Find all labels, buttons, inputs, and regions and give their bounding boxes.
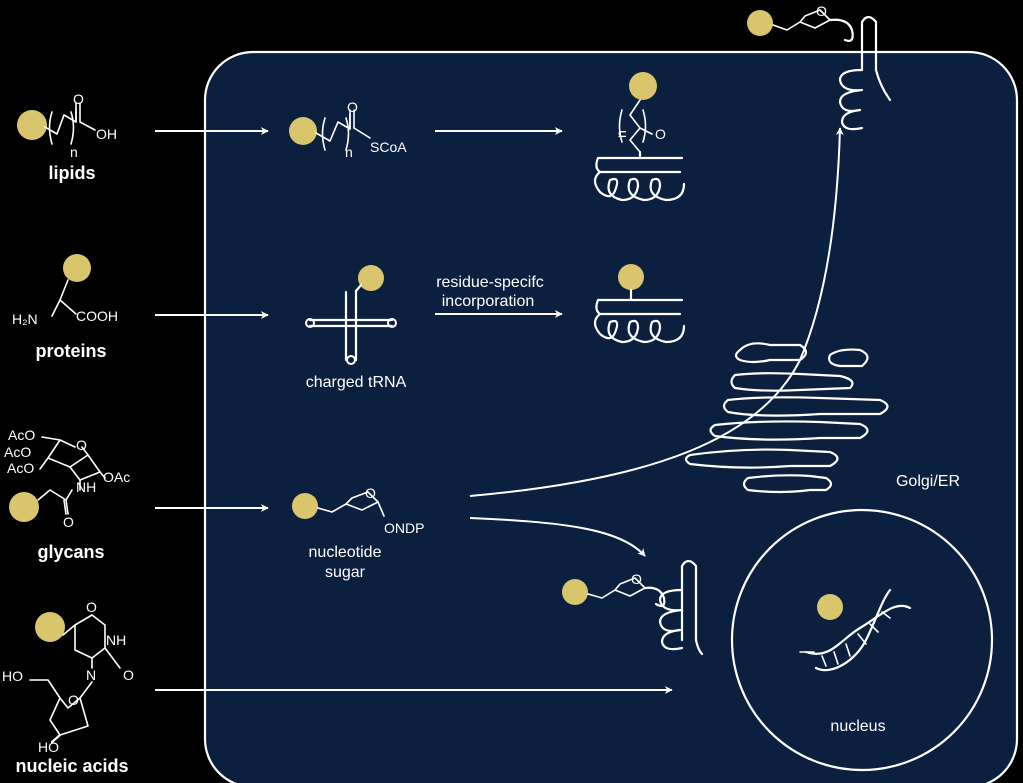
probe-icon	[9, 492, 39, 522]
lipidated-o-label: O	[655, 126, 666, 142]
category-proteins: proteins	[35, 341, 106, 361]
nuc-ho-bottom-label: HO	[38, 739, 59, 755]
charged-trna	[305, 265, 397, 365]
acyl-o-label: O	[347, 99, 358, 115]
glycan-aco-label-2: AcO	[4, 444, 31, 460]
nuc-nh-label: NH	[106, 632, 126, 648]
lipid-n-label: n	[70, 144, 78, 160]
lipid-precursor-structure: O OH n	[17, 91, 117, 160]
charged-trna-label: charged tRNA	[306, 374, 407, 391]
glycan-oac-label: OAc	[103, 469, 130, 485]
glycan-precursor-structure: AcO AcO AcO O OAc NH O	[4, 427, 130, 530]
nucleotide-sugar-structure: O ONDP	[292, 485, 424, 536]
acyl-coa-structure: O SCoA n	[289, 99, 407, 160]
nucleus-label: nucleus	[830, 718, 885, 735]
dna-helix	[799, 588, 912, 672]
category-nucleic-acids: nucleic acids	[15, 756, 128, 776]
glycan-o-amide-label: O	[63, 514, 74, 530]
residue-specific-label-line2: incorporation	[442, 293, 535, 310]
lipidated-protein: n O	[593, 72, 686, 202]
probe-icon	[292, 493, 318, 519]
glycan-aco-label-1: AcO	[8, 427, 35, 443]
nuc-o-ring-label: O	[68, 692, 79, 708]
lipid-oh-label: OH	[96, 126, 117, 142]
acyl-scoa-label: SCoA	[370, 139, 407, 155]
probe-icon	[63, 254, 91, 282]
nuc-ho-left-label: HO	[2, 668, 23, 684]
cytosolic-glycoprotein: O	[562, 559, 704, 656]
lipid-o-label: O	[73, 91, 84, 107]
membrane-sugar-o-label: O	[816, 3, 827, 19]
arrow-sugar-to-glycoprotein	[469, 517, 646, 557]
protein-precursor-structure: H₂N COOH	[12, 254, 118, 327]
membrane-glycoprotein: O	[747, 3, 892, 131]
probe-icon	[747, 10, 773, 36]
nuc-o-side-label: O	[123, 667, 134, 683]
nucleotide-sugar-label-line2: sugar	[325, 564, 366, 581]
probe-icon	[358, 265, 384, 291]
nucleus-membrane	[730, 508, 994, 772]
acyl-n-label: n	[345, 144, 353, 160]
probe-icon	[618, 264, 644, 290]
sugar-o-ring-label: O	[365, 485, 376, 501]
cell-outline	[203, 50, 1019, 783]
protein-h2n-label: H₂N	[12, 311, 38, 327]
labeled-protein	[593, 264, 686, 344]
probe-icon	[629, 72, 657, 100]
lipidated-n-label: n	[613, 130, 629, 138]
lower-sugar-o-label: O	[631, 571, 642, 587]
category-lipids: lipids	[48, 163, 95, 183]
nuc-o-top-label: O	[86, 599, 97, 615]
sugar-ondp-label: ONDP	[384, 520, 424, 536]
golgi-er-label: Golgi/ER	[896, 473, 960, 490]
arrow-sugar-to-membrane	[469, 127, 844, 497]
glycan-nh-label: NH	[76, 479, 96, 495]
probe-icon	[289, 117, 317, 145]
nucleotide-sugar-label-line1: nucleotide	[309, 544, 382, 561]
probe-icon	[17, 110, 47, 140]
protein-cooh-label: COOH	[76, 308, 118, 324]
probe-icon	[817, 594, 843, 620]
glycan-aco-label-3: AcO	[7, 460, 34, 476]
glycan-o-ring-label: O	[76, 437, 87, 453]
probe-icon	[562, 579, 588, 605]
golgi-er	[684, 342, 889, 494]
probe-icon	[35, 612, 65, 642]
nuc-n-label: N	[86, 667, 96, 683]
category-glycans: glycans	[37, 542, 104, 562]
nucleic-acid-precursor-structure: O NH N O HO O HO	[2, 599, 134, 755]
residue-specific-label-line1: residue-specifc	[436, 274, 544, 291]
